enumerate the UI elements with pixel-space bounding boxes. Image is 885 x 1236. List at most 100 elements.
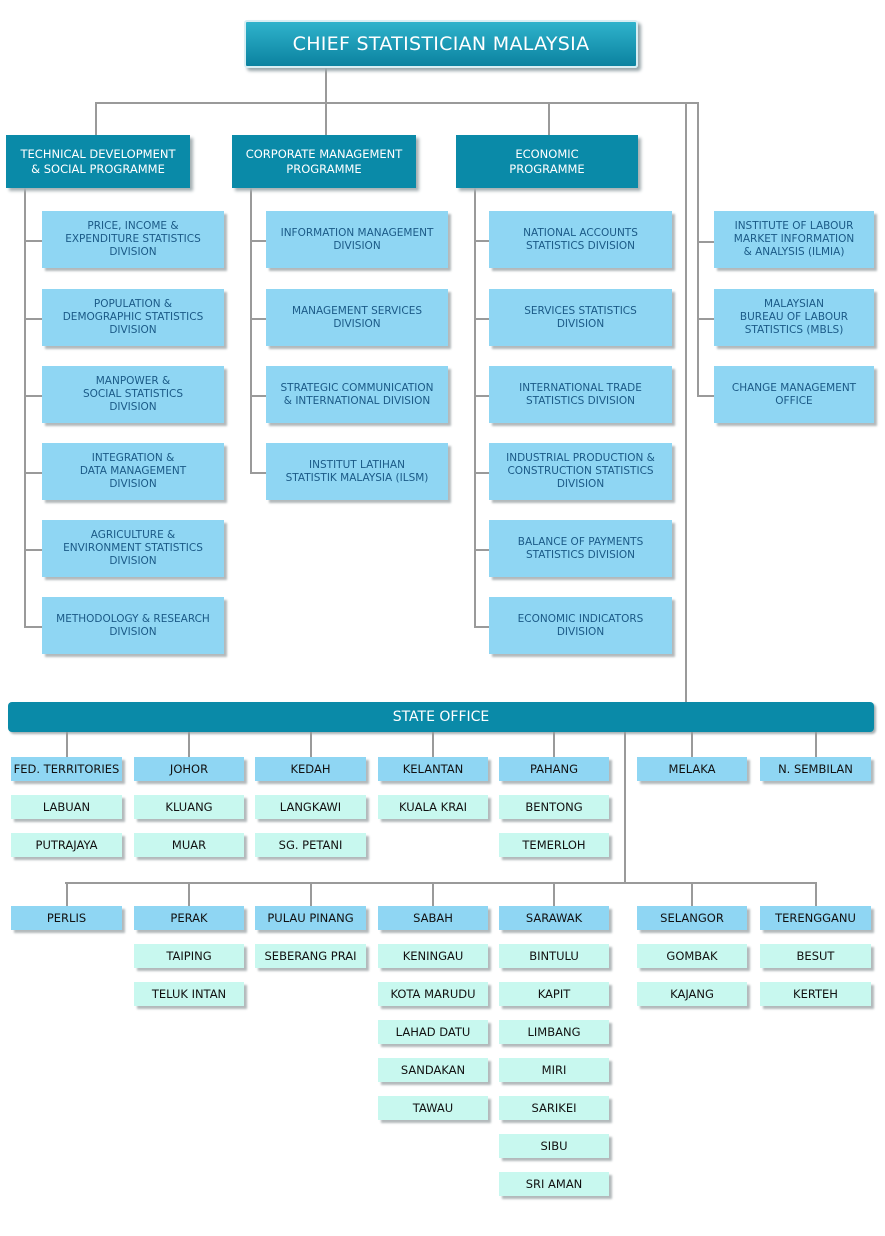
division-box: INDUSTRIAL PRODUCTION & CONSTRUCTION STA… xyxy=(489,443,672,500)
connector-line xyxy=(65,882,815,884)
division-box: POPULATION & DEMOGRAPHIC STATISTICS DIVI… xyxy=(42,289,224,346)
connector-line xyxy=(474,394,489,397)
branch-sarikei: SARIKEI xyxy=(499,1096,609,1120)
connector-line xyxy=(685,102,687,702)
branch-labuan: LABUAN xyxy=(11,795,122,819)
branch-bintulu: BINTULU xyxy=(499,944,609,968)
division-box: INSTITUT LATIHAN STATISTIK MALAYSIA (ILS… xyxy=(266,443,448,500)
state-johor: JOHOR xyxy=(134,757,244,781)
connector-line xyxy=(24,548,42,551)
state-pulau-pinang: PULAU PINANG xyxy=(255,906,366,930)
connector-line xyxy=(250,317,266,320)
connector-line xyxy=(814,882,817,906)
state-terengganu: TERENGGANU xyxy=(760,906,871,930)
connector-line xyxy=(474,239,489,242)
connector-line xyxy=(814,732,817,757)
branch-teluk-intan: TELUK INTAN xyxy=(134,982,244,1006)
state-perlis: PERLIS xyxy=(11,906,122,930)
branch-muar: MUAR xyxy=(134,833,244,857)
unit-box: INSTITUTE OF LABOUR MARKET INFORMATION &… xyxy=(714,211,874,268)
unit-box: CHANGE MANAGEMENT OFFICE xyxy=(714,366,874,423)
state-sabah: SABAH xyxy=(378,906,488,930)
connector-line xyxy=(697,241,714,243)
division-box: PRICE, INCOME & EXPENDITURE STATISTICS D… xyxy=(42,211,224,268)
division-box: INFORMATION MANAGEMENT DIVISION xyxy=(266,211,448,268)
branch-temerloh: TEMERLOH xyxy=(499,833,609,857)
connector-line xyxy=(188,882,190,906)
branch-kluang: KLUANG xyxy=(134,795,244,819)
connector-line xyxy=(24,625,42,628)
branch-seberang-prai: SEBERANG PRAI xyxy=(255,944,366,968)
connector-line xyxy=(250,471,266,474)
branch-kerteh: KERTEH xyxy=(760,982,871,1006)
connector-line xyxy=(474,188,476,627)
division-box: INTEGRATION & DATA MANAGEMENT DIVISION xyxy=(42,443,224,500)
branch-sg-petani: SG. PETANI xyxy=(255,833,366,857)
connector-line xyxy=(548,102,550,136)
connector-line xyxy=(474,317,489,320)
state-kelantan: KELANTAN xyxy=(378,757,488,781)
connector-line xyxy=(474,625,489,628)
connector-line xyxy=(95,102,698,104)
connector-line xyxy=(553,882,555,906)
branch-kajang: KAJANG xyxy=(637,982,747,1006)
connector-line xyxy=(188,732,190,757)
division-box: MANAGEMENT SERVICES DIVISION xyxy=(266,289,448,346)
branch-langkawi: LANGKAWI xyxy=(255,795,366,819)
programme-3: ECONOMIC PROGRAMME xyxy=(456,135,638,188)
connector-line xyxy=(432,882,434,906)
connector-line xyxy=(691,732,693,757)
branch-keningau: KENINGAU xyxy=(378,944,488,968)
branch-gombak: GOMBAK xyxy=(637,944,747,968)
connector-line xyxy=(474,471,489,474)
connector-line xyxy=(24,394,42,397)
root-title: CHIEF STATISTICIAN MALAYSIA xyxy=(244,20,638,68)
connector-line xyxy=(309,732,312,757)
division-box: STRATEGIC COMMUNICATION & INTERNATIONAL … xyxy=(266,366,448,423)
branch-bentong: BENTONG xyxy=(499,795,609,819)
state-melaka: MELAKA xyxy=(637,757,747,781)
division-box: SERVICES STATISTICS DIVISION xyxy=(489,289,672,346)
division-box: MANPOWER & SOCIAL STATISTICS DIVISION xyxy=(42,366,224,423)
state-fed-territories: FED. TERRITORIES xyxy=(11,757,122,781)
connector-line xyxy=(697,395,714,397)
branch-kapit: KAPIT xyxy=(499,982,609,1006)
branch-putrajaya: PUTRAJAYA xyxy=(11,833,122,857)
state-perak: PERAK xyxy=(134,906,244,930)
programme-1: TECHNICAL DEVELOPMENT & SOCIAL PROGRAMME xyxy=(6,135,190,188)
division-box: BALANCE OF PAYMENTS STATISTICS DIVISION xyxy=(489,520,672,577)
division-box: AGRICULTURE & ENVIRONMENT STATISTICS DIV… xyxy=(42,520,224,577)
connector-line xyxy=(691,882,693,906)
state-kedah: KEDAH xyxy=(255,757,366,781)
connector-line xyxy=(624,732,626,883)
connector-line xyxy=(325,66,327,103)
branch-sri-aman: SRI AMAN xyxy=(499,1172,609,1196)
state-pahang: PAHANG xyxy=(499,757,609,781)
branch-kota-marudu: KOTA MARUDU xyxy=(378,982,488,1006)
branch-miri: MIRI xyxy=(499,1058,609,1082)
state-selangor: SELANGOR xyxy=(637,906,747,930)
division-box: INTERNATIONAL TRADE STATISTICS DIVISION xyxy=(489,366,672,423)
connector-line xyxy=(95,102,97,136)
branch-besut: BESUT xyxy=(760,944,871,968)
connector-line xyxy=(65,732,68,757)
connector-line xyxy=(553,732,555,757)
connector-line xyxy=(24,471,42,474)
connector-line xyxy=(24,188,26,627)
connector-line xyxy=(432,732,434,757)
branch-limbang: LIMBANG xyxy=(499,1020,609,1044)
connector-line xyxy=(697,318,714,320)
division-box: NATIONAL ACCOUNTS STATISTICS DIVISION xyxy=(489,211,672,268)
state-office-bar: STATE OFFICE xyxy=(8,702,874,732)
connector-line xyxy=(250,239,266,242)
state-sarawak: SARAWAK xyxy=(499,906,609,930)
division-box: METHODOLOGY & RESEARCH DIVISION xyxy=(42,597,224,654)
branch-taiping: TAIPING xyxy=(134,944,244,968)
state-n-sembilan: N. SEMBILAN xyxy=(760,757,871,781)
connector-line xyxy=(250,394,266,397)
connector-line xyxy=(474,548,489,551)
branch-kuala-krai: KUALA KRAI xyxy=(378,795,488,819)
unit-box: MALAYSIAN BUREAU OF LABOUR STATISTICS (M… xyxy=(714,289,874,346)
connector-line xyxy=(250,188,252,473)
